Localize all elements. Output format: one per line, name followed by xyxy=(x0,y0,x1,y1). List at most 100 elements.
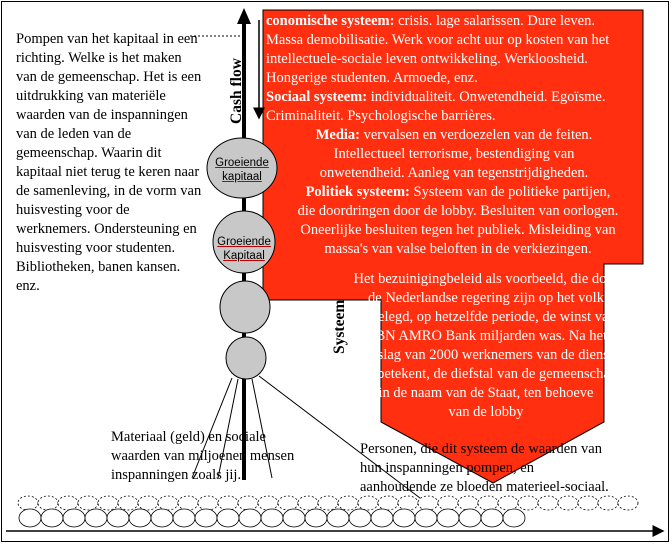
person-pebble xyxy=(337,495,359,511)
person-pebble xyxy=(157,495,179,511)
economic-line-2: Massa demobilisatie. Werk voor acht uur … xyxy=(266,32,610,48)
cash-flow-arrow-head xyxy=(237,8,251,24)
media-line-2: Intellectueel terrorisme, bestendiging v… xyxy=(333,146,575,162)
person-pebble xyxy=(557,495,579,511)
person-pebble xyxy=(457,495,479,511)
person-pebble xyxy=(577,495,599,511)
person-pebble xyxy=(137,495,159,511)
media-block: Media: vervalsen en verdoezelen van de f… xyxy=(279,126,629,183)
media-line-3: onwetendheid. Aanleg van tegenstrijdighe… xyxy=(319,165,589,181)
person-pebble xyxy=(458,508,482,528)
circle-1-label: Groeiende kapitaal xyxy=(215,157,269,183)
austerity-line: van de lobby xyxy=(448,404,524,420)
person-pebble xyxy=(172,508,196,528)
bottom-right-line: aanhoudende ze bloeden materieel-sociaal… xyxy=(360,479,609,495)
person-pebble xyxy=(357,495,379,511)
person-pebble xyxy=(517,495,539,511)
person-pebble xyxy=(37,495,59,511)
austerity-line: Dit betekent, de diefstal van de gemeens… xyxy=(354,366,618,382)
person-pebble xyxy=(40,508,64,528)
person-pebble xyxy=(502,508,526,528)
economic-system-block: conomische systeem: crisis. lage salaris… xyxy=(266,12,609,126)
person-pebble xyxy=(397,495,419,511)
person-pebble xyxy=(304,508,328,528)
bottom-left-line: waarden van miljoenen mensen xyxy=(111,448,295,464)
person-pebble xyxy=(617,495,639,511)
pump-lines xyxy=(191,375,421,499)
person-pebble xyxy=(197,495,219,511)
economic-heading: conomische systeem: xyxy=(266,13,395,29)
economic-line-1: crisis. lage salarissen. Dure leven. xyxy=(394,13,595,29)
person-pebble xyxy=(106,508,130,528)
bottom-left-line: Materiaal (geld) en sociale xyxy=(111,429,266,445)
bottom-right-caption: Personen, die dit systeem de waarden van… xyxy=(360,440,609,497)
politics-heading: Politiek systeem: xyxy=(305,184,410,200)
economic-line-3: intellectuele-sociale leven ontwikkeling… xyxy=(266,51,588,67)
person-pebble xyxy=(392,508,416,528)
person-pebble xyxy=(260,508,284,528)
media-line-1: vervalsen en verdoezelen van de feiten. xyxy=(360,127,593,143)
person-pebble xyxy=(297,495,319,511)
person-pebble xyxy=(348,508,372,528)
person-pebble xyxy=(497,495,519,511)
person-pebble xyxy=(177,495,199,511)
austerity-line: ontslag van 2000 werknemers van de diens… xyxy=(359,347,613,363)
person-pebble xyxy=(117,495,139,511)
capital-circle-3 xyxy=(219,280,271,334)
person-pebble xyxy=(97,495,119,511)
person-pebble xyxy=(238,508,262,528)
person-pebble xyxy=(150,508,174,528)
person-pebble xyxy=(480,508,504,528)
person-pebble xyxy=(57,495,79,511)
austerity-line: ABN AMRO Bank miljarden was. Na het xyxy=(364,328,608,344)
person-pebble xyxy=(237,495,259,511)
capital-circle-2 xyxy=(212,210,276,274)
person-pebble xyxy=(194,508,218,528)
person-pebble xyxy=(377,495,399,511)
people-pebbles xyxy=(17,495,639,528)
person-pebble xyxy=(216,508,240,528)
circle-2-label: Groeiende Kapitaal xyxy=(217,236,271,262)
person-pebble xyxy=(17,495,39,511)
austerity-line: in de naam van de Staat, ten behoeve xyxy=(378,385,594,401)
politics-line-3: Oneerlijke besluiten tegen het publiek. … xyxy=(300,222,616,238)
person-pebble xyxy=(128,508,152,528)
person-pebble xyxy=(477,495,499,511)
person-pebble xyxy=(597,495,619,511)
person-pebble xyxy=(217,495,239,511)
bottom-right-line: hun inspanningen pompen, en xyxy=(360,460,534,476)
austerity-line: opgelegd, op hetzelfde periode, de winst… xyxy=(356,309,616,325)
person-pebble xyxy=(257,495,279,511)
person-pebble xyxy=(370,508,394,528)
social-line-2: Criminaliteit. Psychologische barrières. xyxy=(266,108,496,124)
economic-line-4: Hongerige studenten. Armoede, enz. xyxy=(266,70,478,86)
bottom-left-caption: Materiaal (geld) en sociale waarden van … xyxy=(111,428,294,485)
left-description-text: Pompen van het kapitaal in een richting.… xyxy=(16,31,202,294)
capital-circle-1 xyxy=(206,137,278,199)
bottom-left-line: inspanningen zoals jij. xyxy=(111,467,242,483)
person-pebble xyxy=(417,495,439,511)
person-pebble xyxy=(277,495,299,511)
person-pebble xyxy=(537,495,559,511)
media-heading: Media: xyxy=(315,127,360,143)
person-pebble xyxy=(77,495,99,511)
person-pebble xyxy=(18,508,42,528)
austerity-block: Het bezuinigingbeleid als voorbeeld, die… xyxy=(336,270,636,422)
austerity-line: Het bezuinigingbeleid als voorbeeld, die… xyxy=(353,271,619,287)
red-block xyxy=(262,9,644,484)
bottom-right-line: Personen, die dit systeem de waarden van xyxy=(360,441,602,457)
person-pebble xyxy=(436,508,460,528)
left-description: Pompen van het kapitaal in een richting.… xyxy=(16,30,206,296)
person-pebble xyxy=(84,508,108,528)
politics-line-2: die doordringen door de lobby. Besluiten… xyxy=(297,203,619,219)
person-pebble xyxy=(326,508,350,528)
person-pebble xyxy=(414,508,438,528)
person-pebble xyxy=(282,508,306,528)
capital-circle-4 xyxy=(225,336,267,380)
social-heading: Sociaal systeem: xyxy=(266,89,368,105)
austerity-line: de Nederlandse regering zijn op het volk xyxy=(368,290,604,306)
politics-line-4: massa's van valse beloften in de verkiez… xyxy=(324,241,592,257)
person-pebble xyxy=(62,508,86,528)
